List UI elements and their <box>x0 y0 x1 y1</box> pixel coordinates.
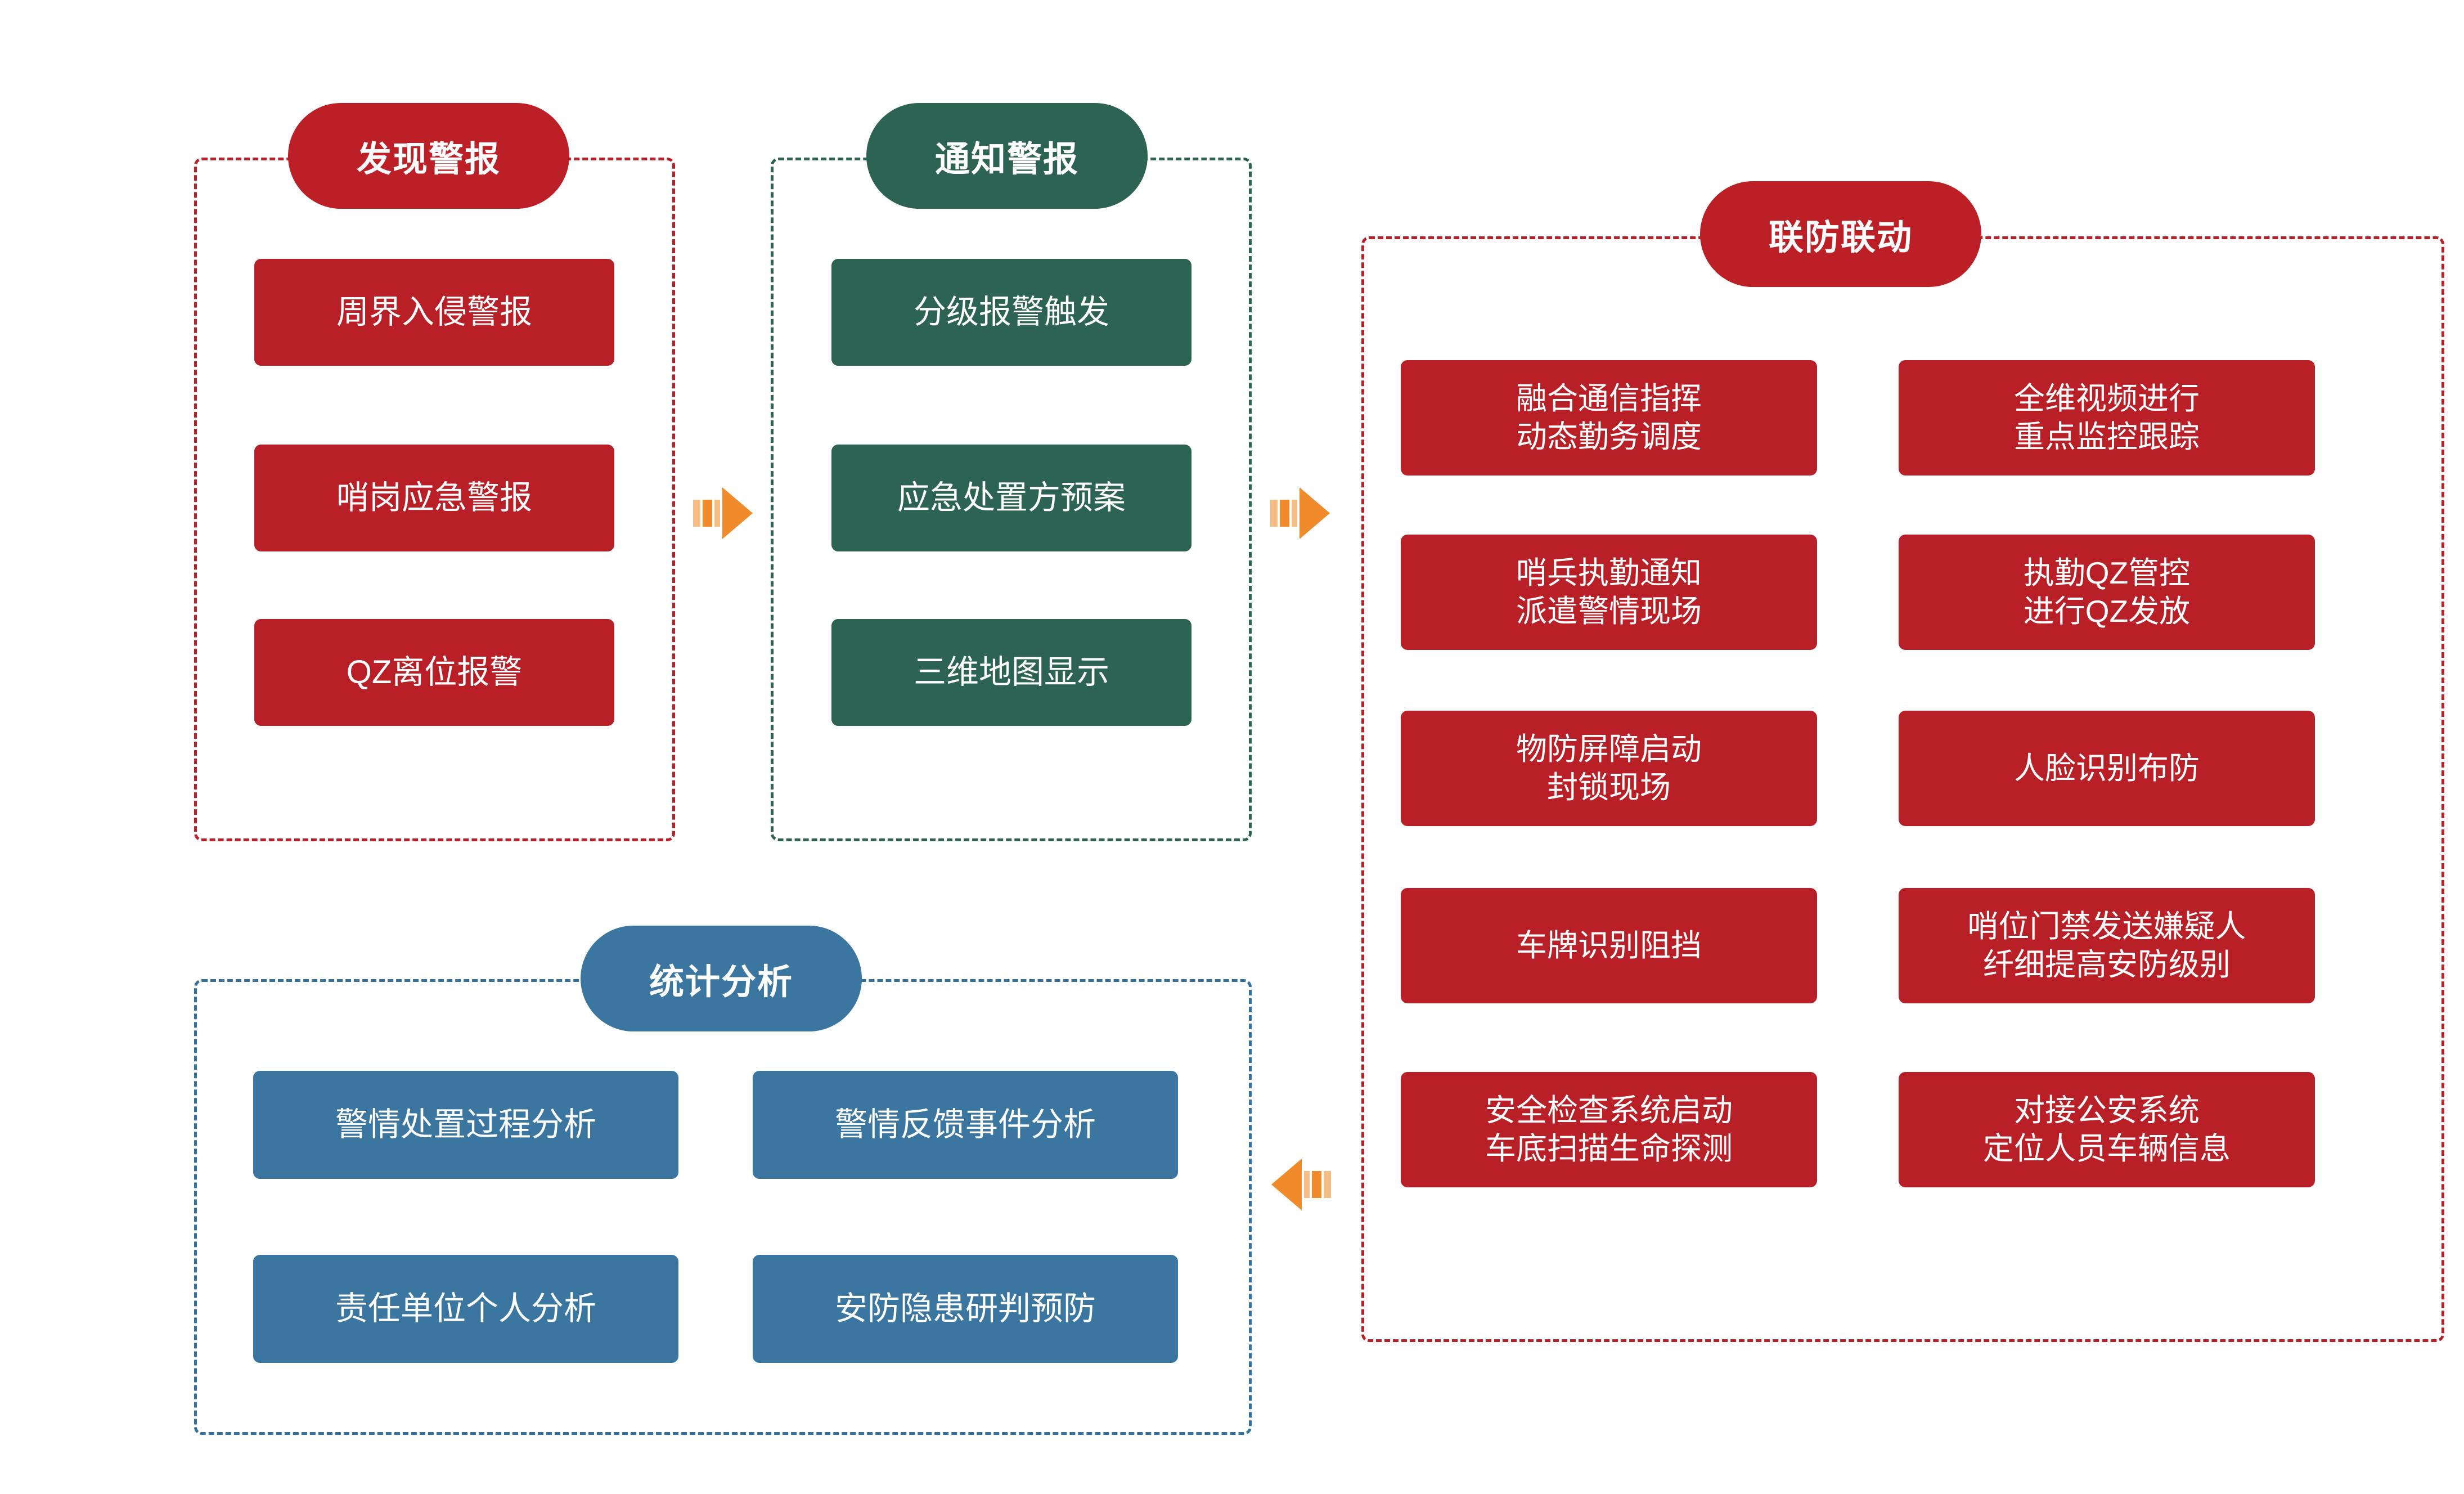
box-discover-3[interactable]: QZ离位报警 <box>254 619 614 726</box>
box-label: 全维视频进行 重点监控跟踪 <box>2013 381 2200 454</box>
box-label: 警情反馈事件分析 <box>834 1106 1096 1143</box>
box-joint-right-3[interactable]: 人脸识别布防 <box>1899 711 2315 826</box>
box-label: 哨位门禁发送嫌疑人 纤细提高安防级别 <box>1967 909 2246 982</box>
box-label: 对接公安系统 定位人员车辆信息 <box>1982 1093 2231 1166</box>
box-notify-1[interactable]: 分级报警触发 <box>831 259 1191 366</box>
box-label: 应急处置方预案 <box>897 479 1126 516</box>
arrow-discover-to-notify-icon <box>693 485 754 541</box>
box-label: 安防隐患研判预防 <box>834 1290 1096 1327</box>
box-joint-left-1[interactable]: 融合通信指挥 动态勤务调度 <box>1401 360 1817 475</box>
box-joint-left-3[interactable]: 物防屏障启动 封锁现场 <box>1401 711 1817 826</box>
section-title-discover-alarm[interactable]: 发现警报 <box>288 103 569 209</box>
arrow-notify-to-joint-icon <box>1270 485 1331 541</box>
box-stats-3[interactable]: 责任单位个人分析 <box>253 1255 678 1363</box>
box-label: 安全检查系统启动 车底扫描生命探测 <box>1485 1093 1733 1166</box>
box-label: 执勤QZ管控 进行QZ发放 <box>2023 555 2191 629</box>
box-label: 融合通信指挥 动态勤务调度 <box>1516 381 1702 454</box>
box-joint-left-2[interactable]: 哨兵执勤通知 派遣警情现场 <box>1401 535 1817 650</box>
box-joint-left-4[interactable]: 车牌识别阻挡 <box>1401 888 1817 1003</box>
box-joint-right-5[interactable]: 对接公安系统 定位人员车辆信息 <box>1899 1072 2315 1187</box>
box-label: 分级报警触发 <box>913 293 1109 330</box>
box-label: 周界入侵警报 <box>336 293 532 330</box>
box-label: 车牌识别阻挡 <box>1516 927 1702 963</box>
box-joint-left-5[interactable]: 安全检查系统启动 车底扫描生命探测 <box>1401 1072 1817 1187</box>
box-label: 警情处置过程分析 <box>335 1106 596 1143</box>
box-joint-right-2[interactable]: 执勤QZ管控 进行QZ发放 <box>1899 535 2315 650</box>
section-title-text: 统计分析 <box>649 963 793 1002</box>
box-label: 哨兵执勤通知 派遣警情现场 <box>1516 555 1702 629</box>
box-label: 哨岗应急警报 <box>336 479 532 516</box>
box-label: 三维地图显示 <box>913 653 1109 690</box>
box-stats-1[interactable]: 警情处置过程分析 <box>253 1071 678 1179</box>
section-title-text: 联防联动 <box>1768 218 1913 257</box>
box-notify-2[interactable]: 应急处置方预案 <box>831 445 1191 551</box>
box-label: QZ离位报警 <box>346 653 523 690</box>
section-title-statistical-analysis[interactable]: 统计分析 <box>581 926 862 1031</box>
arrow-joint-to-stats-icon <box>1270 1156 1331 1213</box>
section-title-text: 通知警报 <box>934 140 1079 179</box>
box-discover-1[interactable]: 周界入侵警报 <box>254 259 614 366</box>
section-title-notify-alarm[interactable]: 通知警报 <box>866 103 1148 209</box>
box-discover-2[interactable]: 哨岗应急警报 <box>254 445 614 551</box>
box-notify-3[interactable]: 三维地图显示 <box>831 619 1191 726</box>
box-label: 责任单位个人分析 <box>335 1290 596 1327</box>
section-title-text: 发现警报 <box>356 140 501 179</box>
box-stats-2[interactable]: 警情反馈事件分析 <box>753 1071 1178 1179</box>
box-stats-4[interactable]: 安防隐患研判预防 <box>753 1255 1178 1363</box>
panel-statistical-analysis <box>194 979 1252 1435</box>
box-joint-right-4[interactable]: 哨位门禁发送嫌疑人 纤细提高安防级别 <box>1899 888 2315 1003</box>
section-title-joint-defense[interactable]: 联防联动 <box>1700 181 1981 287</box>
box-joint-right-1[interactable]: 全维视频进行 重点监控跟踪 <box>1899 360 2315 475</box>
box-label: 人脸识别布防 <box>2013 750 2200 786</box>
box-label: 物防屏障启动 封锁现场 <box>1516 732 1702 805</box>
